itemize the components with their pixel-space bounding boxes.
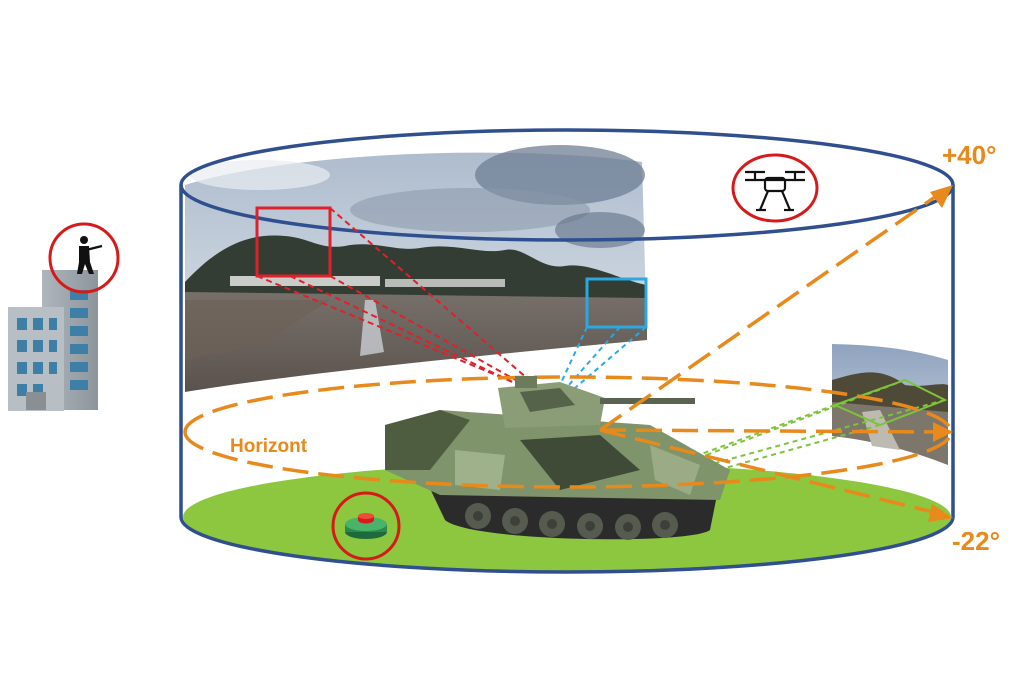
horizon-ring-front	[183, 431, 953, 489]
horizon-label: Horizont	[230, 436, 308, 457]
camera-panorama-main	[185, 145, 647, 392]
horizon-ring-back	[183, 375, 953, 433]
ifv-tank-icon	[385, 376, 730, 540]
building-icon	[8, 270, 98, 411]
landmine-icon	[331, 491, 401, 561]
arrowhead-up	[930, 185, 953, 208]
sight-lines-green	[679, 379, 946, 476]
lower-angle-label: -22°	[952, 526, 1000, 556]
upper-angle-label: +40°	[942, 140, 997, 170]
camera-box-blue	[585, 277, 648, 329]
elevation-arrows	[599, 188, 946, 517]
view-cylinder	[179, 128, 955, 574]
sniper-icon	[48, 222, 120, 294]
arrowhead-horizon	[933, 422, 953, 442]
camera-box-red	[255, 206, 332, 278]
arrowhead-down	[928, 504, 953, 522]
drone-icon	[731, 153, 819, 223]
sight-lines-red	[256, 207, 536, 389]
